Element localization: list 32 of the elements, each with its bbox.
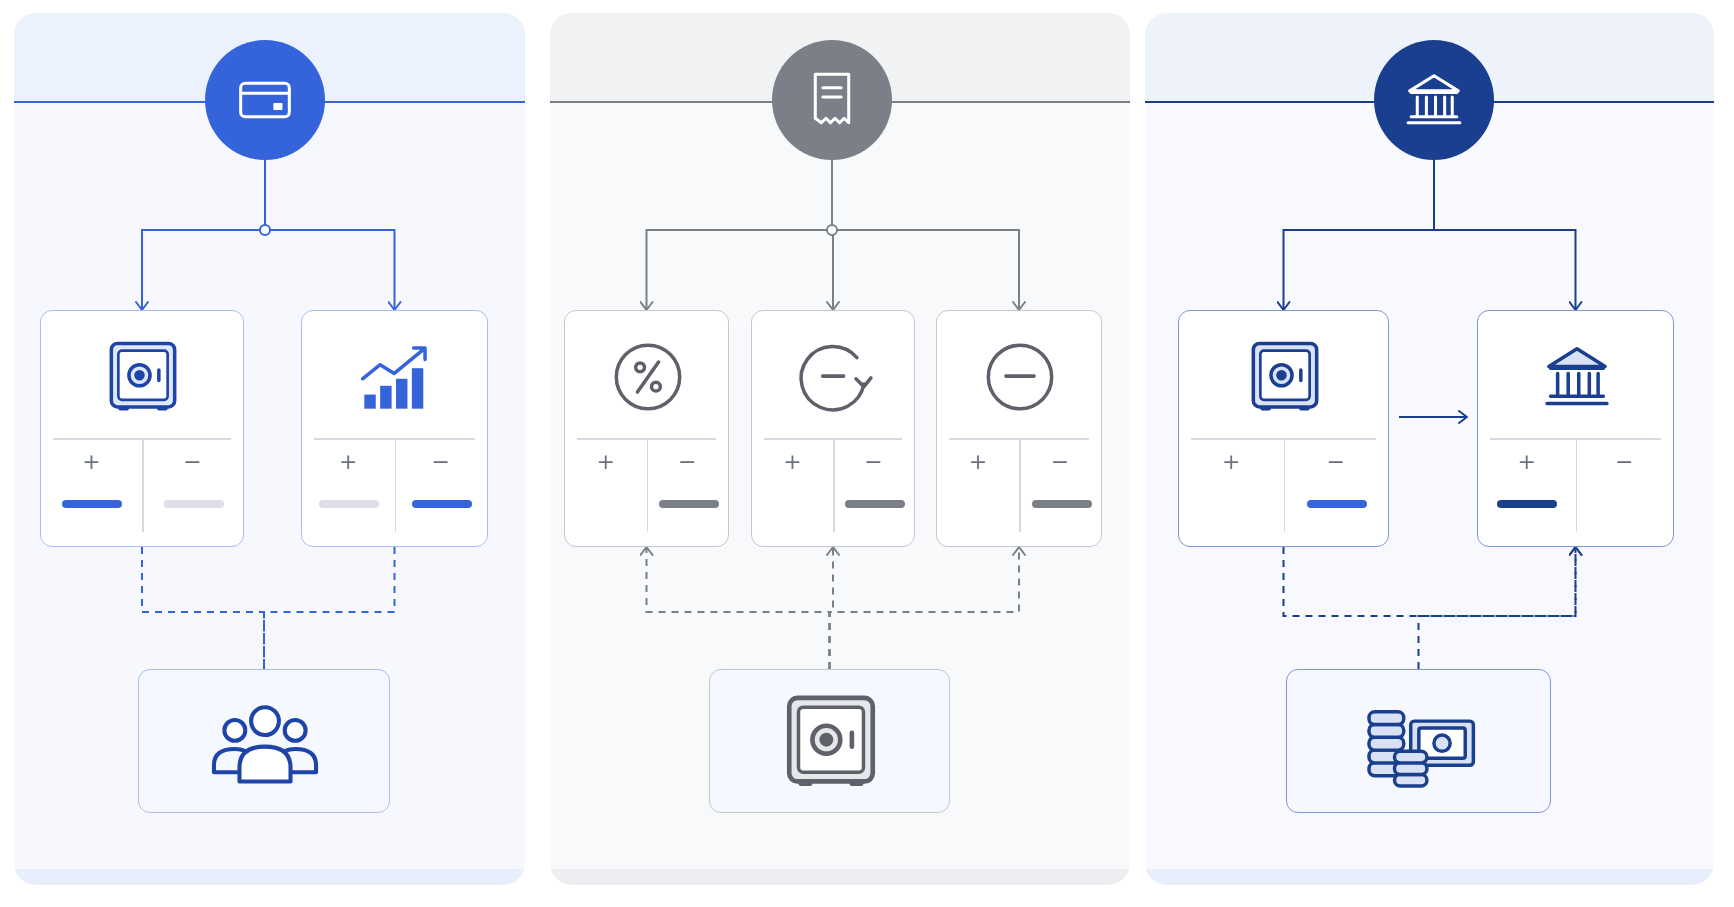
sign-label: − — [1325, 449, 1346, 475]
sign-label: + — [81, 449, 102, 475]
sign-label: + — [338, 449, 359, 475]
arrow — [1398, 410, 1468, 424]
sign-label: + — [595, 449, 616, 475]
column-panel — [1145, 13, 1714, 885]
dashed-connector — [828, 546, 1026, 670]
sign-label: − — [430, 449, 451, 475]
dashed-connector — [1417, 546, 1583, 670]
sign-label: − — [1614, 449, 1635, 475]
column-panel — [14, 13, 525, 885]
account-card — [40, 310, 244, 547]
account-card — [1178, 310, 1389, 547]
account-card — [1477, 310, 1674, 547]
sign-label: − — [677, 449, 698, 475]
account-card — [751, 310, 915, 547]
sign-label: + — [1221, 449, 1242, 475]
column-panel — [550, 13, 1130, 885]
sign-label: + — [782, 449, 803, 475]
account-card — [564, 310, 729, 547]
sign-label: − — [1049, 449, 1071, 475]
source-box — [1286, 669, 1551, 813]
sign-label: − — [182, 449, 203, 475]
source-box — [138, 669, 390, 813]
account-card — [936, 310, 1102, 547]
sign-label: + — [1516, 449, 1537, 475]
source-box — [709, 669, 950, 813]
sign-label: − — [863, 449, 884, 475]
dashed-connector — [263, 546, 396, 670]
sign-label: + — [967, 449, 989, 475]
arrow — [1433, 159, 1583, 311]
account-card — [301, 310, 488, 547]
